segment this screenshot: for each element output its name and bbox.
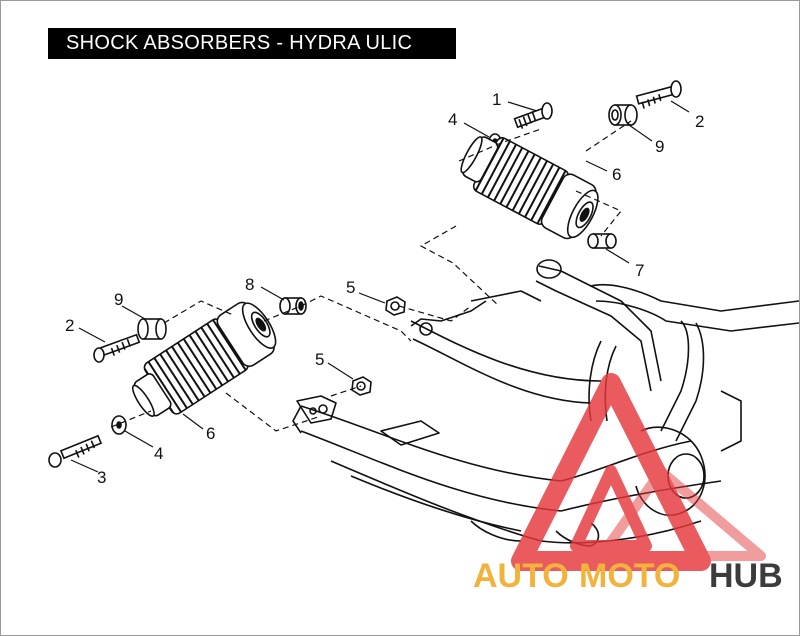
spacer-8-icon [279, 297, 307, 315]
bolt-1-icon [513, 102, 553, 129]
spacer-7-icon [587, 233, 617, 249]
bolt-2-lower-icon [93, 333, 141, 363]
watermark-moto: MOTO [579, 557, 680, 595]
shock-absorber-lower-icon [131, 301, 277, 417]
callout-2-lower: 2 [65, 316, 74, 335]
leader-lines [70, 100, 690, 473]
callout-8: 8 [245, 275, 254, 294]
callout-4-upper: 4 [448, 110, 457, 129]
watermark-text: AUTO MOTO HUB [473, 557, 783, 595]
watermark-auto: AUTO [473, 557, 569, 595]
bolt-2-upper-icon [635, 80, 682, 109]
bushing-9-lower-icon [137, 318, 167, 340]
callout-9-lower: 9 [114, 290, 123, 309]
page-title: SHOCK ABSORBERS - HYDRA ULIC [48, 28, 456, 59]
callout-5-upper: 5 [346, 278, 355, 297]
watermark-logo [511, 373, 766, 571]
alignment-lines [110, 120, 632, 432]
nut-5-lower-icon [351, 376, 372, 396]
watermark-hub: HUB [709, 557, 783, 595]
callout-5-lower: 5 [315, 350, 324, 369]
callout-7: 7 [635, 261, 644, 280]
callout-2-upper: 2 [695, 112, 704, 131]
warning-triangle-icon [511, 373, 711, 571]
callout-9-upper: 9 [655, 137, 664, 156]
callout-6-upper: 6 [612, 165, 621, 184]
upper-shock-assembly [460, 80, 682, 249]
callout-3: 3 [97, 468, 106, 487]
bushing-9-upper-icon [608, 104, 638, 126]
callout-6-lower: 6 [206, 424, 215, 443]
nut-5-upper-icon [385, 296, 406, 316]
callout-1: 1 [492, 90, 501, 109]
shock-absorber-upper-icon [460, 136, 599, 240]
callout-4-lower: 4 [154, 444, 163, 463]
callout-labels: 1 2 4 9 6 7 8 5 9 2 5 6 4 3 [65, 90, 704, 487]
bolt-3-icon [48, 434, 103, 468]
lower-shock-assembly [48, 296, 406, 468]
